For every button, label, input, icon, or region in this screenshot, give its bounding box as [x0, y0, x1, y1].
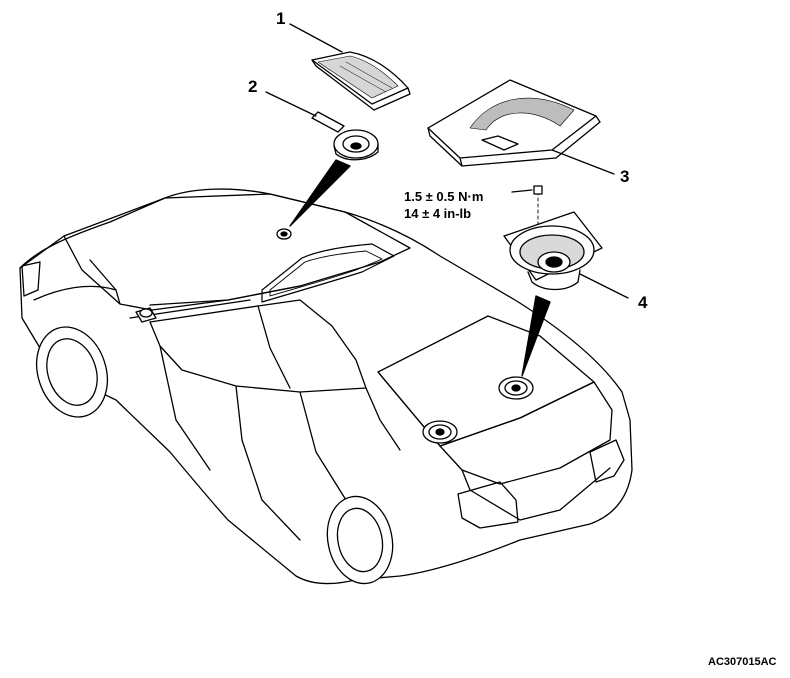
- callout-2: 2: [248, 77, 258, 96]
- part-2-tweeter: [311, 111, 379, 161]
- torque-spec: 1.5 ± 0.5 N·m 14 ± 4 in-lb: [404, 188, 483, 222]
- leader-4: [579, 273, 629, 299]
- leader-1: [289, 23, 343, 53]
- roof-tweeter-location: [276, 228, 292, 240]
- rear-shelf-speaker-right: [498, 376, 534, 400]
- leader-2: [265, 91, 317, 117]
- pillar-speaker-location: [139, 308, 153, 318]
- part-3-speaker-grille: [427, 79, 601, 167]
- torque-metric: 1.5 ± 0.5 N·m: [404, 189, 484, 204]
- torque-imperial: 14 ± 4 in-lb: [404, 206, 472, 221]
- rear-shelf-speaker-left: [422, 420, 458, 444]
- figure-code: AC307015AC: [708, 656, 777, 668]
- callout-1: 1: [276, 9, 286, 28]
- callout-3: 3: [620, 167, 630, 186]
- pointer-rear-shelf: [521, 295, 551, 377]
- part-4-rear-speaker: [503, 185, 603, 291]
- vehicle-outline: [19, 188, 633, 585]
- leader-torque: [511, 189, 533, 193]
- pointer-roof: [289, 159, 351, 227]
- part-1-tweeter-cover: [311, 51, 411, 111]
- leader-3: [551, 149, 615, 175]
- callout-4: 4: [638, 293, 648, 312]
